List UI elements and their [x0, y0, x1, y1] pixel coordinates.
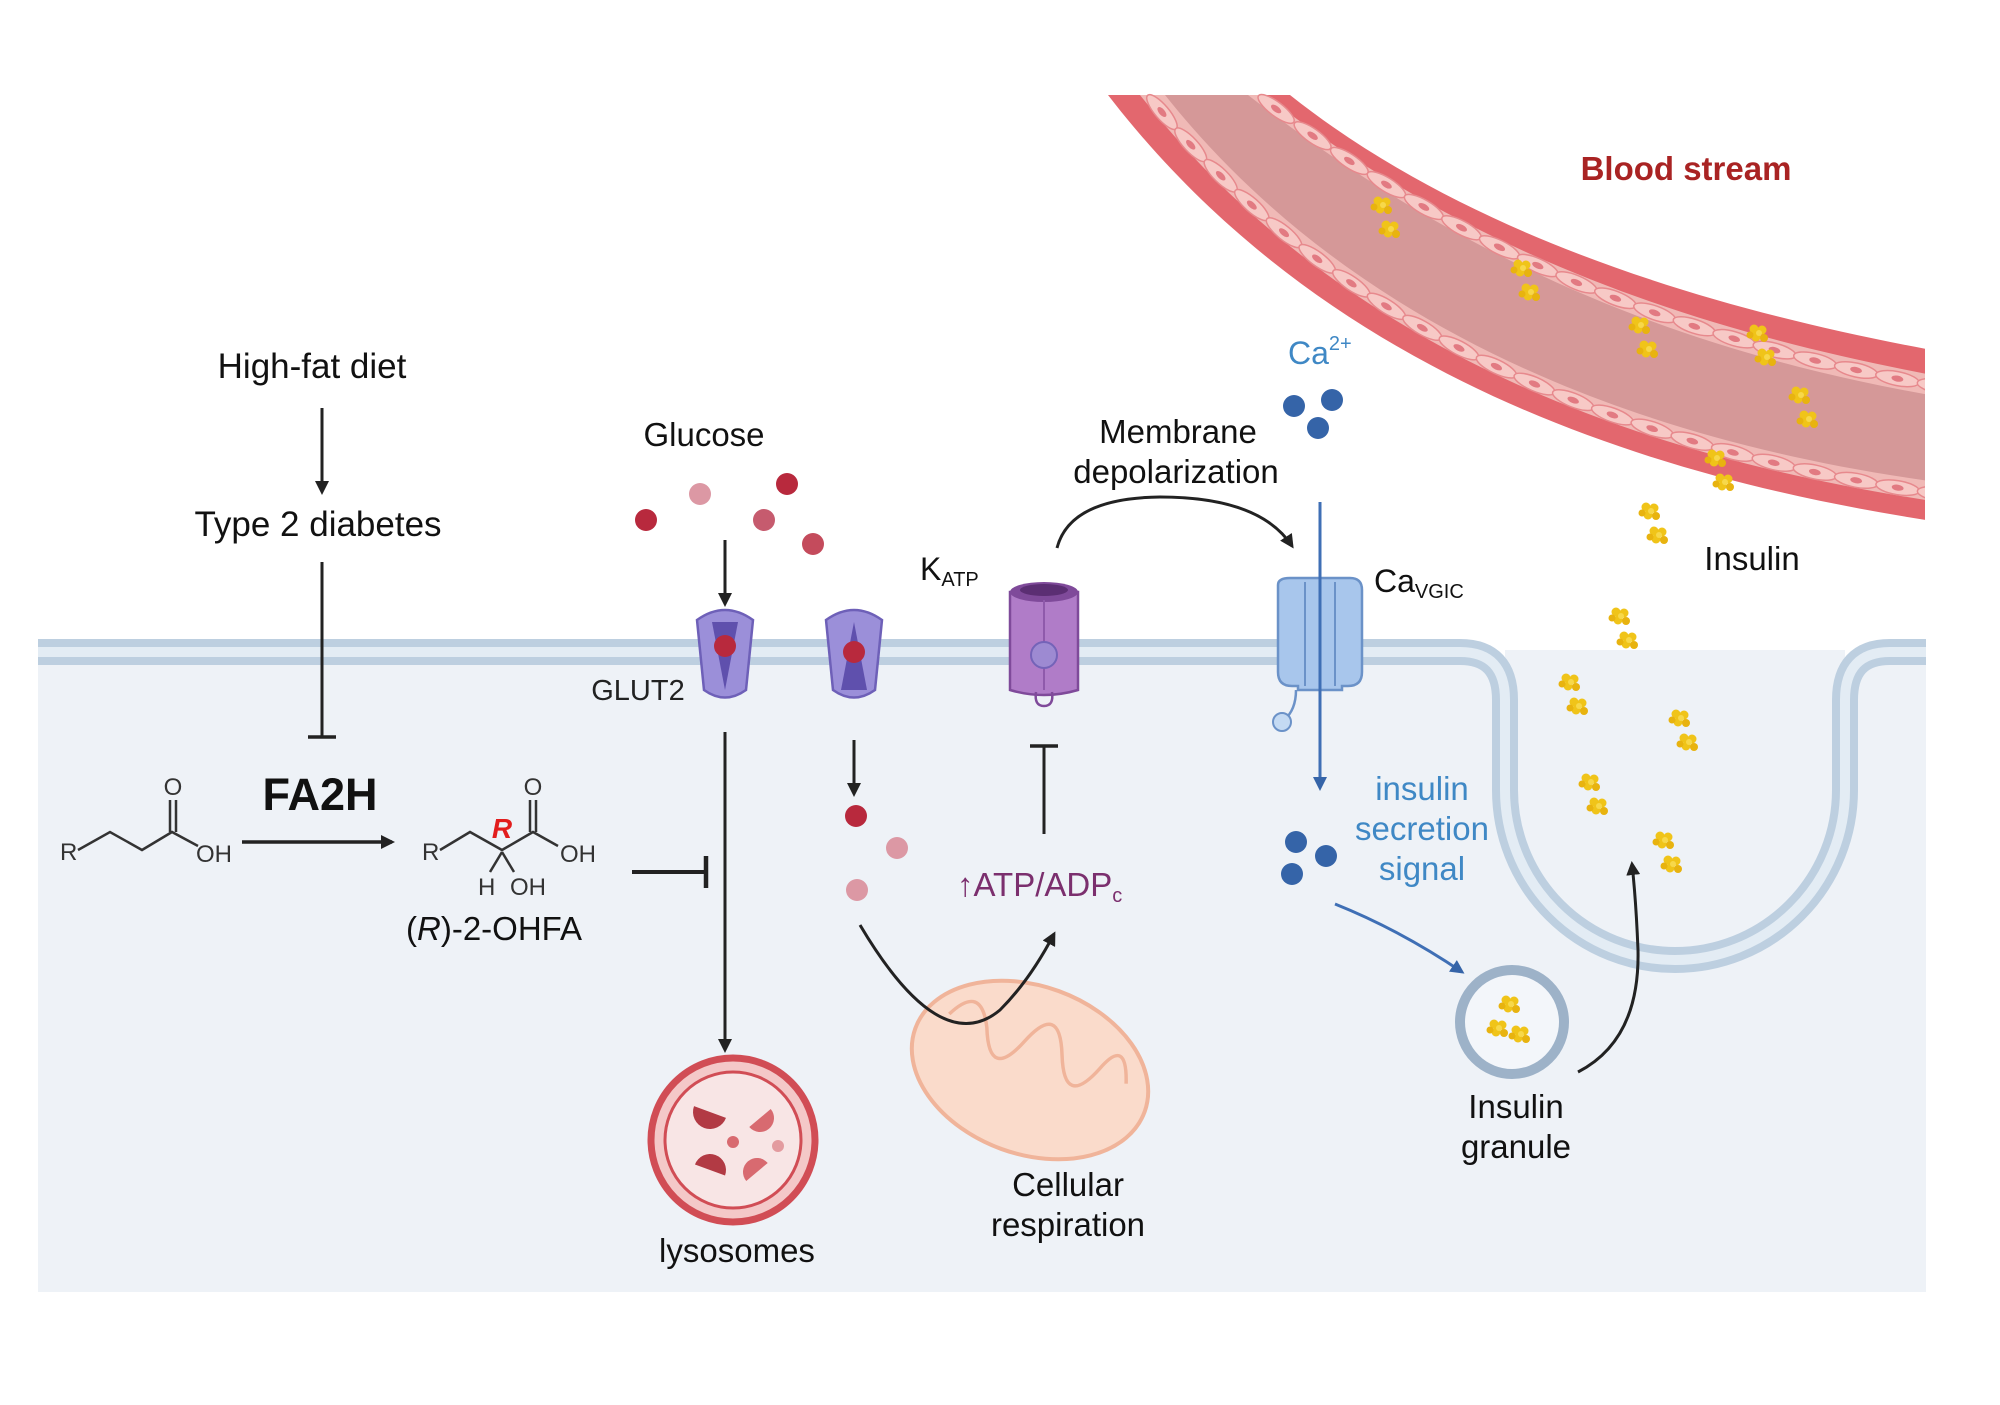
insulin-granule — [1455, 965, 1569, 1079]
r-2-ohfa-structure — [439, 800, 559, 873]
label-cavgic: CaVGIC — [1374, 563, 1464, 603]
fatty-acid-structure — [77, 800, 199, 852]
ohfa-h-label: H — [478, 874, 495, 901]
endothelial-cells — [1145, 93, 1925, 503]
fa-o-label: O — [164, 774, 183, 801]
ohfa-oh-label: OH — [560, 841, 596, 868]
label-cellular-respiration-1: Cellular — [1012, 1166, 1124, 1203]
label-ca2plus: Ca2+ — [1288, 333, 1352, 371]
label-insulin-secretion-3: signal — [1379, 850, 1465, 887]
glut2-transporter-2 — [824, 608, 884, 699]
mitochondrion — [909, 978, 1151, 1162]
arrow-depolarization — [1055, 495, 1294, 549]
label-type2-diabetes: Type 2 diabetes — [194, 505, 441, 544]
fa-r-label: R — [60, 839, 77, 866]
lysosome — [647, 1054, 819, 1226]
arrow-glycolysis-to-atp — [858, 924, 1056, 1026]
label-blood-stream: Blood stream — [1581, 150, 1792, 187]
label-cellular-respiration-2: respiration — [991, 1206, 1145, 1243]
arrow-signal-to-granule — [1334, 902, 1465, 974]
arrow-granule-exocytosis — [1577, 861, 1641, 1074]
label-high-fat-diet: High-fat diet — [218, 347, 407, 386]
ohfa-oh2-label: OH — [510, 874, 546, 901]
label-lysosomes: lysosomes — [659, 1232, 815, 1269]
label-glut2: GLUT2 — [591, 675, 684, 707]
glut2-transporter-1 — [695, 608, 755, 699]
label-insulin-secretion-1: insulin — [1375, 770, 1469, 807]
ohfa-stereo-r: R — [492, 813, 513, 844]
label-r-2-ohfa: (R)-2-OHFA — [406, 910, 582, 947]
membrane-pocket-fill — [1505, 650, 1845, 960]
katp-channel — [1008, 582, 1080, 708]
label-katp: KATP — [920, 551, 979, 591]
label-insulin: Insulin — [1704, 540, 1799, 577]
cell-membrane-core — [38, 647, 1926, 965]
calcium-ions-inside — [1281, 831, 1337, 885]
label-insulin-secretion-2: secretion — [1355, 810, 1489, 847]
label-insulin-granule-2: granule — [1461, 1128, 1571, 1165]
calcium-ions-outside — [1283, 389, 1343, 439]
label-fa2h: FA2H — [262, 769, 377, 820]
label-glucose: Glucose — [643, 416, 764, 453]
intracellular-glucose — [845, 805, 908, 901]
label-insulin-granule-1: Insulin — [1468, 1088, 1563, 1125]
label-membrane: Membrane — [1099, 413, 1257, 450]
ohfa-r-label: R — [422, 839, 439, 866]
fa-oh-label: OH — [196, 841, 232, 868]
label-atp-adp: ↑ATP/ADPc — [957, 866, 1122, 907]
ohfa-o-label: O — [524, 774, 543, 801]
label-depolarization: depolarization — [1073, 453, 1278, 490]
glucose-molecules — [635, 473, 824, 555]
